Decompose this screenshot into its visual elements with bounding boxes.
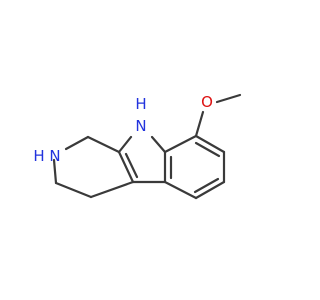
bond-c9a-c4a-inner [124, 152, 139, 179]
bond-n9-c8a [150, 135, 167, 154]
bond-c1-n2 [64, 135, 90, 151]
bond-o-ch3 [215, 93, 242, 104]
molecule-diagram: H N H N O [33, 93, 242, 200]
bond-c5-c4b [163, 180, 198, 200]
bond-c9a-c1 [86, 135, 121, 154]
bond-c3-c4 [54, 181, 93, 199]
amine-n-label: N [49, 147, 60, 165]
oxygen-label: O [201, 93, 213, 111]
bond-c9a-n9 [117, 135, 133, 154]
indole-n-label: N [135, 117, 146, 135]
bond-c8-o [194, 110, 205, 138]
bond-n2-c3 [52, 158, 58, 185]
bond-c9a-c4a [117, 150, 135, 184]
bond-c8a-c8 [163, 134, 198, 154]
structure-canvas: H N H N O [33, 93, 242, 200]
bond-c8-c7 [194, 134, 226, 154]
bonds [52, 93, 242, 200]
amine-h-label: H [33, 147, 44, 165]
atom-labels: H N H N O [33, 93, 213, 165]
indole-nh-h-label: H [135, 95, 146, 113]
bond-c8-c7-inner [194, 141, 221, 158]
bond-c6-c5-inner [193, 177, 220, 194]
bond-c6-c5 [194, 180, 226, 200]
bond-c4-c4a [89, 180, 135, 199]
